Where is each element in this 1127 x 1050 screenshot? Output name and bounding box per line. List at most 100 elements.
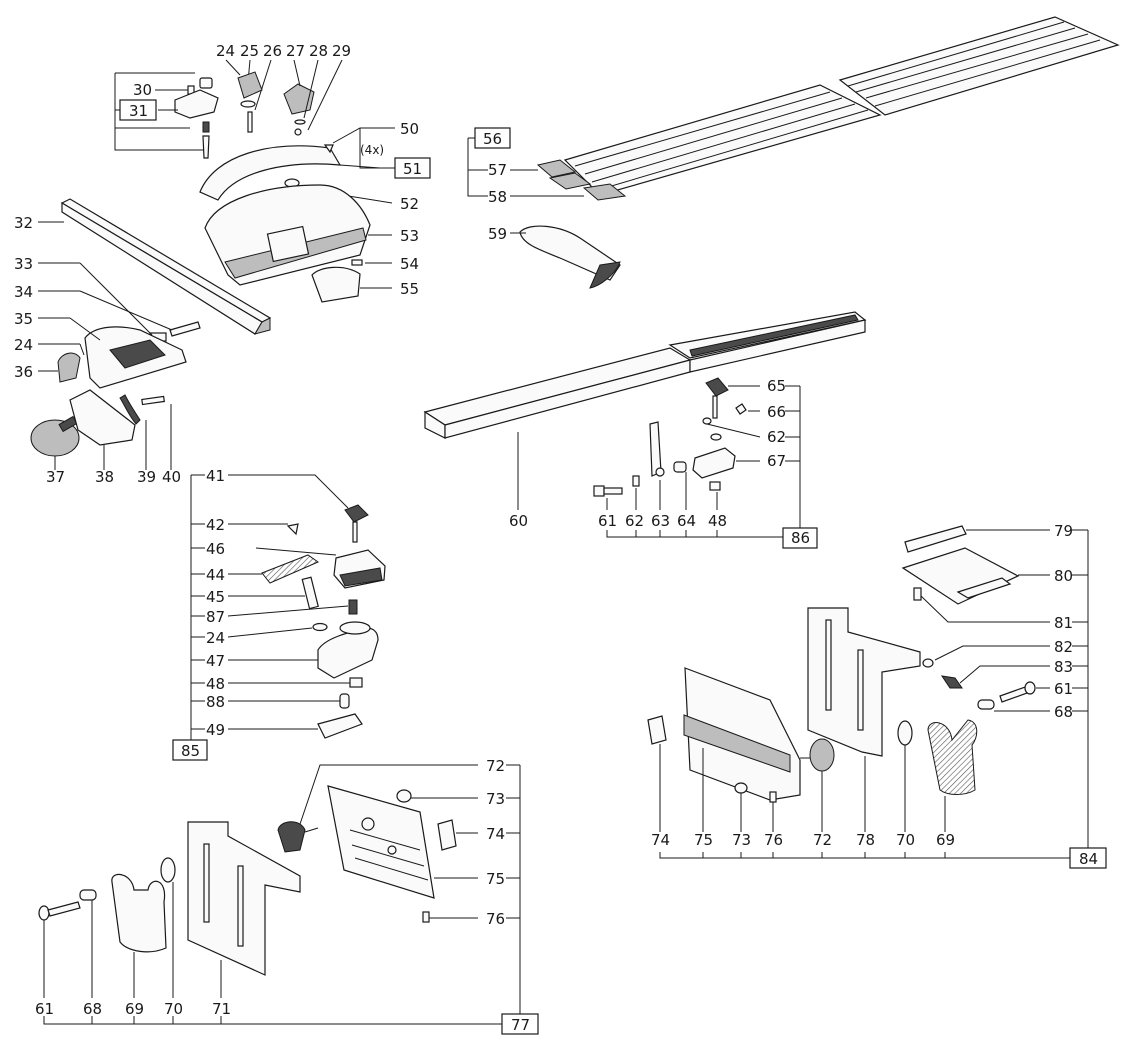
label-68-bottom: 68	[83, 1000, 102, 1018]
part-55-clamp	[311, 266, 361, 303]
part-28-washer	[294, 119, 306, 125]
label-73-bottom: 73	[486, 790, 505, 808]
part-50-screw	[323, 144, 334, 154]
part-65-stem	[712, 395, 718, 419]
label-52: 52	[400, 195, 419, 213]
part-80-plate	[901, 547, 1020, 605]
part-42-screw	[286, 523, 299, 536]
label-68-fence: 68	[1054, 703, 1073, 721]
part-57-strip-a	[536, 159, 577, 178]
part-61-head-b	[38, 905, 50, 921]
part-68-nut	[977, 699, 995, 710]
part-53-slot	[266, 225, 310, 263]
part-74-clip-b	[437, 819, 457, 851]
label-88: 88	[206, 693, 225, 711]
label-32: 32	[14, 214, 33, 232]
part-78-slot-b	[857, 649, 864, 731]
box-51	[394, 157, 431, 179]
label-58: 58	[488, 188, 507, 206]
label-24-stop: 24	[206, 629, 225, 647]
label-53: 53	[400, 227, 419, 245]
part-74-clip	[647, 715, 667, 745]
part-62-washer	[702, 417, 712, 425]
label-34: 34	[14, 283, 33, 301]
label-51: 51	[403, 160, 422, 178]
part-41-knob	[344, 504, 369, 523]
part-75-plate-b	[327, 785, 435, 899]
label-78: 78	[856, 831, 875, 849]
miter-gauge-group	[30, 59, 395, 470]
part-60-rail-groove	[689, 314, 859, 357]
label-48-stop: 48	[206, 675, 225, 693]
part-57-strip-b	[548, 172, 592, 190]
label-48-rail: 48	[708, 512, 727, 530]
part-54-pin	[351, 259, 363, 266]
label-29: 29	[332, 42, 351, 60]
part-30-knob	[199, 77, 213, 89]
label-41: 41	[206, 467, 225, 485]
label-42: 42	[206, 516, 225, 534]
label-75-bottom: 75	[486, 870, 505, 888]
label-24-top: 24	[216, 42, 235, 60]
box-77	[501, 1013, 539, 1035]
label-62-rail: 62	[625, 512, 644, 530]
part-60-rail-top-left	[423, 347, 692, 426]
part-60-rail-side-right	[689, 319, 866, 373]
part-61-head	[1024, 681, 1036, 695]
box-85	[172, 739, 208, 761]
label-61-rail: 61	[598, 512, 617, 530]
part-27-knob	[283, 83, 315, 115]
part-76-screw	[769, 791, 777, 803]
stop-group	[190, 474, 386, 740]
part-56-profile-right	[838, 16, 1120, 116]
box-86	[782, 527, 818, 549]
part-48-nut-stop	[349, 677, 363, 688]
part-31-plate	[174, 89, 219, 119]
extension-profile-group	[467, 16, 1120, 289]
part-73-nut	[734, 782, 748, 794]
part-64-nut	[673, 461, 687, 473]
label-57: 57	[488, 161, 507, 179]
label-35: 35	[14, 310, 33, 328]
part-69-handle-b	[111, 873, 167, 953]
part-65-knob	[705, 377, 729, 397]
part-75-bracket	[684, 667, 801, 801]
part-62-lockwasher	[632, 475, 640, 487]
part-pin	[202, 135, 210, 159]
part-71-slot-b	[237, 865, 244, 947]
label-36: 36	[14, 363, 33, 381]
part-56-profile-left	[563, 84, 882, 196]
part-68-nut-b	[79, 889, 97, 901]
part-46-block-base	[339, 567, 383, 587]
label-37: 37	[46, 468, 65, 486]
label-30: 30	[133, 81, 152, 99]
label-38: 38	[95, 468, 114, 486]
part-69-handle	[927, 719, 978, 795]
part-67-slider	[692, 447, 736, 479]
label-63: 63	[651, 512, 670, 530]
part-79-bar	[904, 525, 967, 553]
part-41-stem	[352, 521, 358, 543]
part-51-protractor-scale	[199, 145, 342, 201]
part-34-bolt	[169, 321, 201, 337]
label-24-left: 24	[14, 336, 33, 354]
label-64: 64	[677, 512, 696, 530]
part-88-clip	[339, 693, 350, 709]
label-59: 59	[488, 225, 507, 243]
fence-assembly-77	[38, 764, 521, 1025]
label-61-bottom: 61	[35, 1000, 54, 1018]
box-31	[119, 99, 157, 121]
label-4x: (4x)	[360, 143, 384, 157]
label-61-fence: 61	[1054, 680, 1073, 698]
part-66-nut	[735, 403, 747, 415]
part-78-slot-a	[825, 619, 832, 711]
label-65: 65	[767, 377, 786, 395]
part-24-washer	[240, 100, 256, 108]
label-74-bottom: 74	[486, 825, 505, 843]
part-spring	[202, 121, 210, 133]
label-40: 40	[162, 468, 181, 486]
box-56	[474, 127, 511, 149]
part-75-rail	[683, 714, 791, 773]
label-45: 45	[206, 588, 225, 606]
label-49: 49	[206, 721, 225, 739]
